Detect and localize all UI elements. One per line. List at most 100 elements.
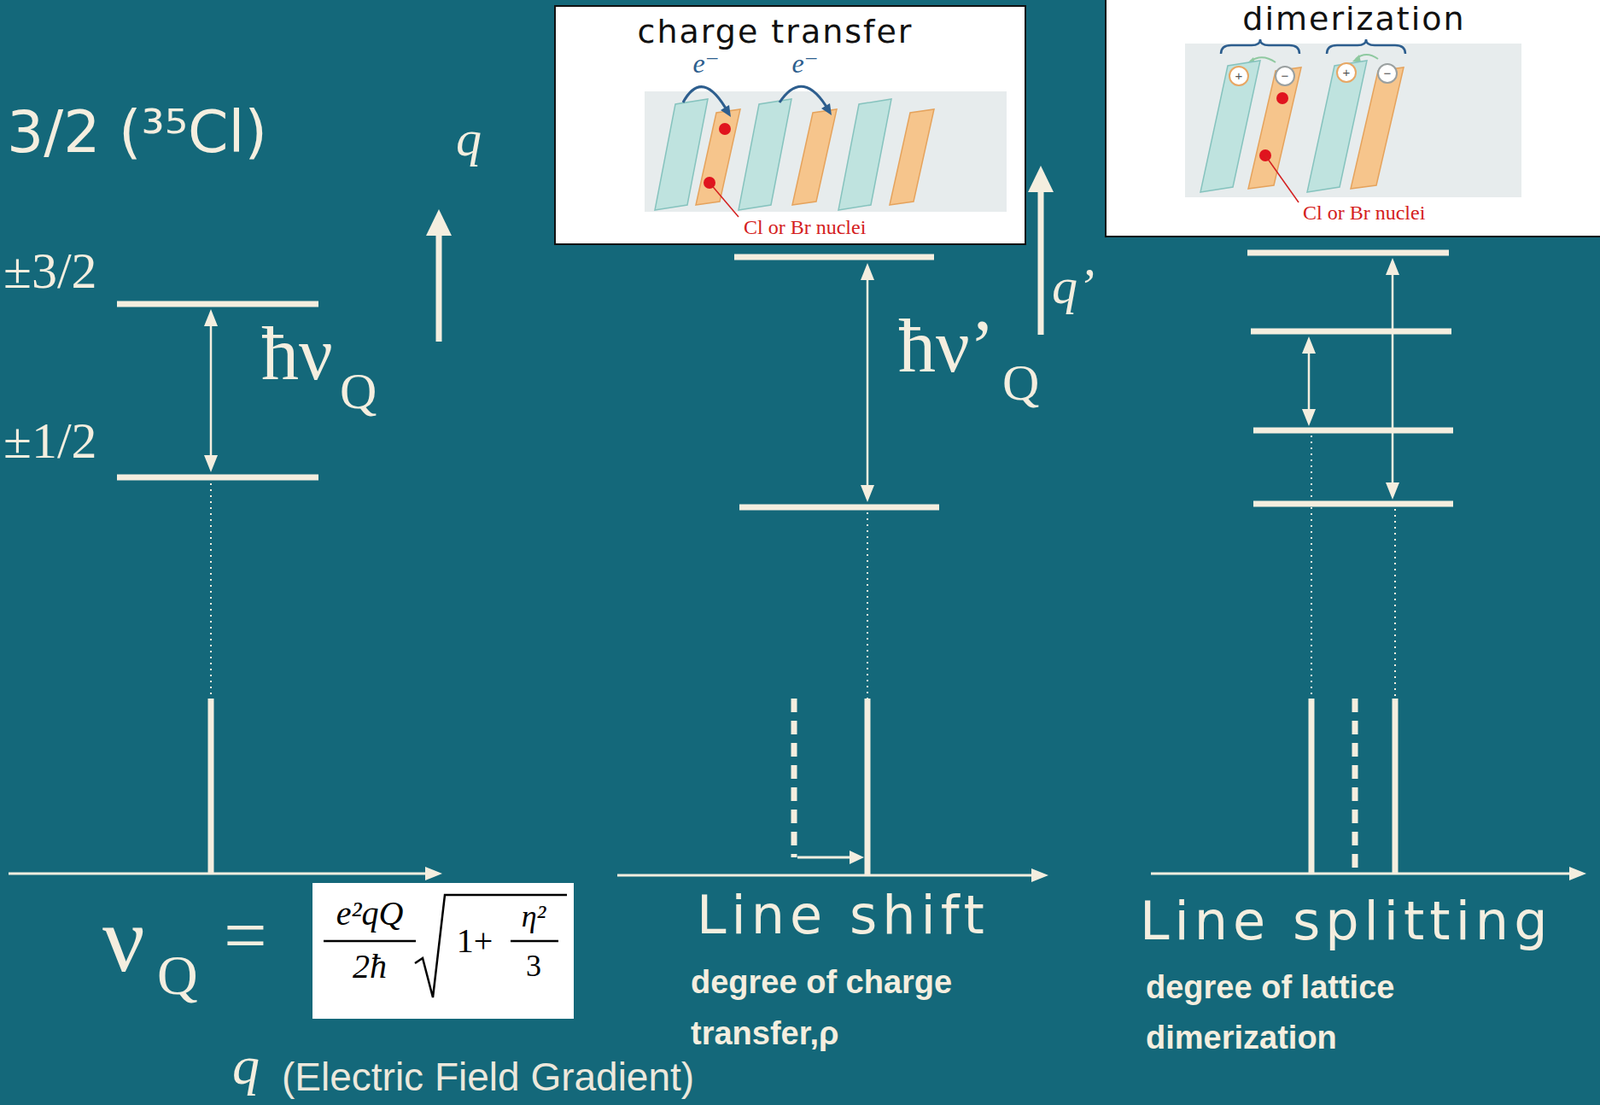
panel-note: degree of lattice dimerization: [1145, 962, 1522, 1064]
transition-arrow: [1391, 269, 1395, 489]
guide-line: [866, 512, 869, 699]
arrow-head: [204, 309, 218, 327]
energy-symbol: ħν: [261, 309, 333, 400]
energy-level: [116, 301, 319, 308]
guide-line: [1394, 508, 1396, 699]
efg-symbol: q: [455, 107, 482, 170]
panel-caption: Line splitting: [1139, 889, 1554, 953]
formula-picture: [312, 882, 574, 1019]
formula-term: 3: [525, 947, 542, 985]
acceptor-molecule: [889, 109, 935, 205]
original-line: [1352, 698, 1359, 870]
energy-level: [1250, 328, 1452, 335]
illustration-box: dimerization + − + − Cl or Br nuclei: [1104, 0, 1600, 238]
subscript: Q: [1002, 351, 1040, 414]
acceptor-molecule: [1350, 67, 1404, 189]
arrow-head: [1302, 336, 1316, 354]
level-label: ±3/2: [3, 239, 98, 302]
guide-line: [210, 483, 212, 699]
efg-arrow: [1038, 187, 1045, 335]
charge-sign: −: [1281, 68, 1290, 84]
charge-sign: +: [1343, 64, 1351, 81]
picture-ground: [1185, 43, 1522, 198]
arrow-head: [1569, 866, 1587, 881]
fraction-bar: [323, 940, 416, 943]
formula-term: 2ħ: [352, 945, 387, 987]
frequency-axis: [617, 874, 1034, 877]
arrow-head: [425, 866, 443, 881]
transfer-arrow: [683, 87, 729, 113]
acceptor-molecule: [792, 109, 837, 205]
stack-picture: [554, 5, 1027, 246]
nucleus-label: Cl or Br nuclei: [1302, 200, 1425, 226]
charge-circle: [1337, 63, 1356, 82]
efg-symbol: q: [232, 1033, 260, 1099]
transition-arrow: [1308, 348, 1311, 415]
charge-sign: +: [1235, 68, 1244, 84]
nucleus-dot: [718, 122, 731, 135]
charge-circle: [1229, 66, 1249, 86]
box-ground: [554, 5, 1027, 246]
arrow-head: [821, 103, 832, 116]
pair-bracket: [1220, 39, 1300, 54]
electron-label: e⁻: [791, 46, 818, 80]
formula-term: 1+: [456, 920, 494, 962]
frequency-axis: [8, 872, 427, 876]
charge-sign: −: [1383, 65, 1392, 82]
spectral-line: [1308, 698, 1315, 873]
energy-level: [1247, 250, 1449, 257]
leader-line: [1265, 155, 1299, 203]
illustration-box: charge transfere⁻e⁻Cl or Br nuclei: [554, 5, 1027, 246]
arrow-head: [1027, 165, 1054, 193]
arrow-head: [1302, 408, 1316, 427]
arrow-head: [1385, 482, 1400, 500]
acceptor-molecule: [695, 109, 741, 205]
energy-level: [739, 504, 940, 511]
original-line: [791, 698, 798, 858]
arrow-head: [426, 209, 452, 236]
donor-molecule: [738, 99, 792, 211]
level-scheme: [1150, 252, 1587, 881]
box-ground: [1104, 0, 1600, 238]
formula-box: e²qQ 2ħ 1+ η² 3: [312, 882, 574, 1019]
acceptor-molecule: [1248, 67, 1302, 189]
level-label: ±1/2: [3, 409, 98, 472]
equals-sign: =: [223, 889, 268, 982]
donor-molecule: [838, 99, 892, 211]
spectral-line: [208, 698, 215, 873]
transfer-arrow: [779, 86, 830, 111]
root-sign: [414, 894, 567, 998]
box-ground: [312, 882, 574, 1019]
subscript: Q: [157, 940, 199, 1009]
formula-term: e²qQ: [336, 893, 404, 935]
arrow-head: [720, 105, 731, 117]
formula-term: η²: [521, 898, 547, 935]
guide-line: [1310, 435, 1313, 699]
leader-line: [709, 182, 739, 217]
arrow-head: [204, 455, 218, 473]
pair-bracket: [1326, 39, 1406, 54]
fraction-bar: [510, 940, 559, 943]
energy-symbol: ħν’: [898, 301, 995, 392]
frequency-axis: [1150, 872, 1571, 876]
box-title: dimerization: [1242, 0, 1466, 40]
axis-caption: (Electric Field Gradient): [281, 1053, 695, 1101]
frequency-symbol: ν: [102, 882, 146, 996]
energy-level: [734, 254, 935, 261]
shift-arrow: [797, 856, 853, 859]
arrow-head: [849, 850, 865, 865]
efg-arrow: [436, 230, 443, 342]
subscript: Q: [339, 360, 377, 422]
panel-note: degree of charge transfer,ρ: [690, 956, 1050, 1059]
spectral-line: [864, 698, 871, 875]
transition-arrow: [866, 274, 870, 491]
arrow-head: [860, 262, 875, 281]
stack-picture: [1104, 0, 1600, 238]
panel-caption: Line shift: [696, 883, 990, 947]
spectral-line: [1392, 698, 1399, 873]
wrap-spacer: [1333, 1062, 1522, 1064]
arrow-head: [1031, 868, 1049, 882]
nucleus-label: Cl or Br nuclei: [743, 215, 866, 240]
nucleus-dot: [1276, 92, 1289, 105]
